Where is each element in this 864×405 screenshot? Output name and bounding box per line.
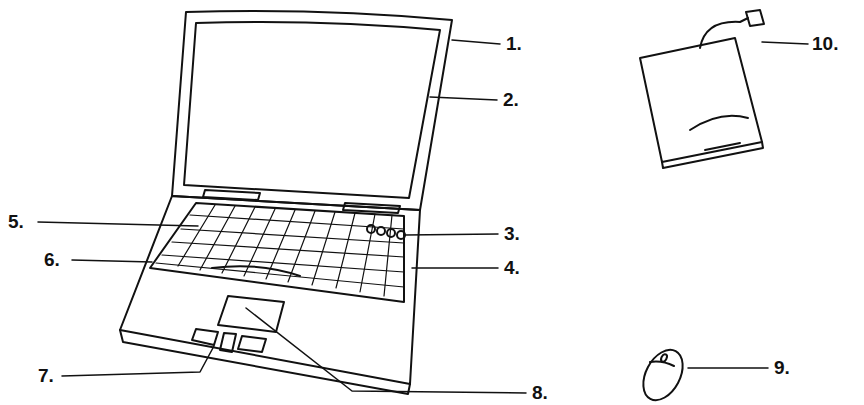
touchpad-button [220,333,236,352]
floppy-cable [700,18,748,48]
status-button [367,225,375,233]
status-button [397,231,405,239]
keyboard-keys [156,205,404,296]
laptop-base [120,196,420,384]
callout-number: 10. [812,32,838,56]
callout-number: 8. [532,381,548,405]
mouse [635,343,690,405]
callout-number: 7. [38,364,54,388]
touchpad-button [192,329,218,345]
callout-number: 9. [774,356,790,380]
laptop-lid [172,11,452,210]
callout-number: 3. [504,222,520,246]
keyboard [150,203,404,302]
callout-number: 4. [504,256,520,280]
status-button [387,229,395,237]
callout-number: 5. [8,210,24,234]
base-front-edge [120,330,410,394]
touchpad [218,296,284,332]
status-button [377,227,385,235]
floppy-drive-edge [662,142,763,168]
touchpad-button [238,336,266,352]
callout-number: 2. [503,88,519,112]
callout-number: 6. [44,248,60,272]
floppy-slot [705,143,740,150]
callout-number: 1. [506,32,522,56]
floppy-drive [640,38,762,162]
floppy-drive-eject [690,116,748,130]
laptop-screen [184,22,440,198]
floppy-connector [746,10,764,26]
mouse-wheel [660,353,668,362]
leader-lines [38,40,808,393]
